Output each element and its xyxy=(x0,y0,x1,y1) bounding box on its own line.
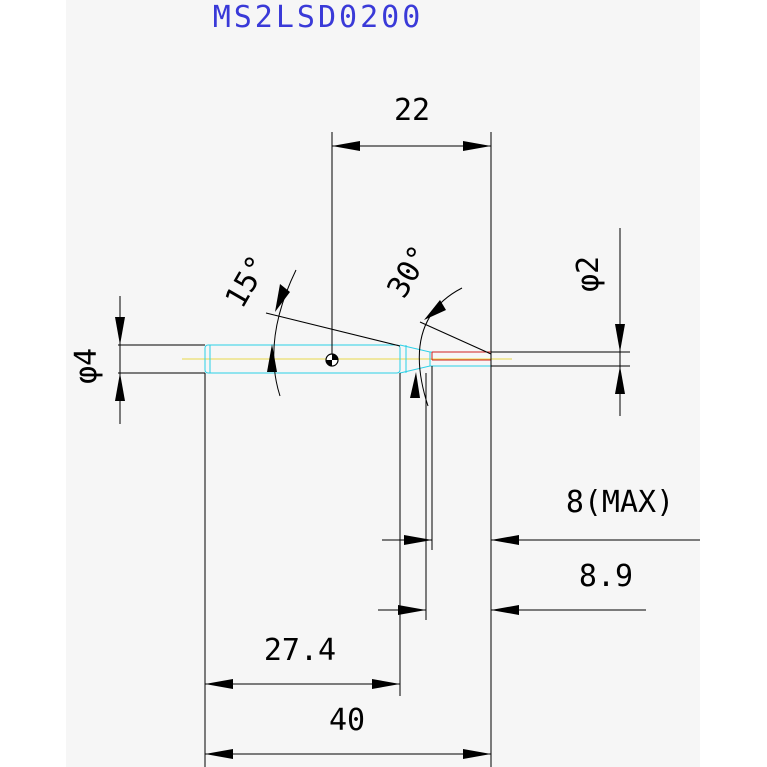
part-number-title: MS2LSD0200 xyxy=(213,0,424,35)
dimension-flute-length: 8.9 xyxy=(378,373,646,620)
tool-body xyxy=(182,344,512,374)
dimension-22-label: 22 xyxy=(394,93,430,128)
dimension-gauge-length: 22 xyxy=(331,93,492,767)
dimension-max-cut: 8(MAX) xyxy=(382,366,700,550)
tip-diameter-label: φ2 xyxy=(571,256,606,292)
overall-length-label: 40 xyxy=(329,703,365,738)
dimension-shank-diameter: φ4 xyxy=(69,296,205,424)
dimension-overall-length: 40 xyxy=(205,703,491,759)
shank-outline xyxy=(204,344,401,374)
dimension-tip-diameter: φ2 xyxy=(491,228,630,416)
paper-background xyxy=(66,0,700,767)
shank-length-label: 27.4 xyxy=(264,633,336,668)
flute-length-label: 8.9 xyxy=(579,559,633,594)
dimension-shank-length: 27.4 xyxy=(204,373,401,767)
shank-diameter-label: φ4 xyxy=(69,348,104,384)
gauge-reference-point xyxy=(325,353,339,367)
max-cut-label: 8(MAX) xyxy=(566,485,674,520)
